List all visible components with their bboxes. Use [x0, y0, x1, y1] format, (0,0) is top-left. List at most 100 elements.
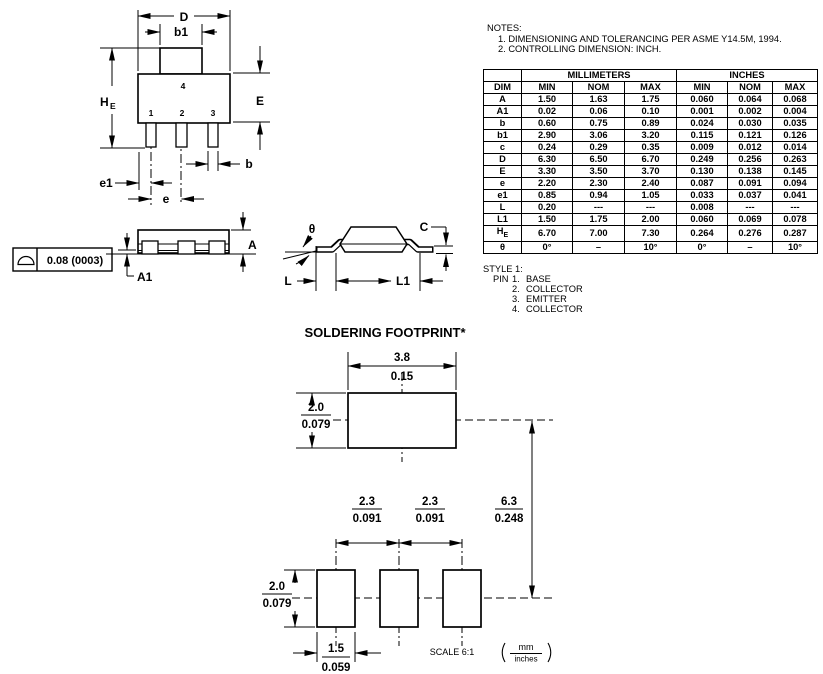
footprint-dimension-lines — [262, 352, 552, 663]
dim-label-D: D — [180, 10, 189, 24]
pin-function: BASE — [526, 274, 551, 284]
dim-label-HE: H — [100, 95, 109, 109]
dim-label-theta: θ — [309, 222, 316, 236]
dim-value-cell: 1.50 — [521, 93, 573, 106]
dim-value-cell: 0.009 — [676, 141, 728, 154]
soldering-footprint-title: SOLDERING FOOTPRINT* — [304, 325, 466, 340]
column-header-row: DIM MIN NOM MAX MIN NOM MAX — [483, 81, 818, 94]
fp-pad-width-in: 0.059 — [322, 662, 351, 674]
dim-value-cell: 0.033 — [676, 189, 728, 202]
fp-pitch2-in: 0.091 — [416, 513, 445, 525]
dim-value-cell: 0.068 — [772, 93, 818, 106]
dim-name-cell: L1 — [483, 213, 522, 226]
dim-value-cell: 1.05 — [624, 189, 677, 202]
dim-value-cell: 0.087 — [676, 177, 728, 190]
fp-span-in: 0.248 — [495, 513, 524, 525]
fp-pad-height-in: 0.079 — [263, 598, 292, 610]
fp-top-pad-width-mm: 3.8 — [394, 352, 411, 364]
dim-label-L: L — [284, 274, 291, 288]
fp-top-pad-height-in: 0.079 — [302, 419, 331, 431]
dim-value-cell: 0.004 — [772, 105, 818, 118]
style1-heading: STYLE 1: — [483, 264, 523, 274]
dimension-table: MILLIMETERS INCHES DIM MIN NOM MAX MIN N… — [483, 69, 818, 254]
dim-value-cell: 3.30 — [521, 165, 573, 178]
pin4-number: 4 — [181, 81, 186, 91]
dim-value-cell: 2.20 — [521, 177, 573, 190]
millimeters-header: MILLIMETERS — [521, 69, 677, 82]
dim-label-e1: e1 — [99, 176, 113, 190]
unit-header-row: MILLIMETERS INCHES — [483, 69, 818, 82]
fp-pitch1-mm: 2.3 — [359, 496, 375, 508]
pin-function-line: 2.COLLECTOR — [483, 284, 583, 294]
pin1-number: 1 — [149, 108, 154, 118]
dim-name-cell: L — [483, 201, 522, 214]
col-header: DIM — [483, 81, 522, 94]
dim-value-cell: 0.94 — [572, 189, 625, 202]
notes-block: NOTES: 1. DIMENSIONING AND TOLERANCING P… — [487, 23, 817, 55]
fp-span-mm: 6.3 — [501, 496, 517, 508]
dim-value-cell: 0.249 — [676, 153, 728, 166]
package-side-view: 0.08 (0003) A A1 — [12, 212, 257, 284]
dim-value-cell: 0.276 — [727, 225, 773, 242]
dim-value-cell: 0.10 — [624, 105, 677, 118]
dim-value-cell: 0.75 — [572, 117, 625, 130]
dim-value-cell: – — [572, 240, 625, 254]
pin2-number: 2 — [180, 108, 185, 118]
dim-value-cell: --- — [572, 201, 625, 214]
dim-value-cell: 0.012 — [727, 141, 773, 154]
dim-value-cell: 0.263 — [772, 153, 818, 166]
dim-label-HE-sub: E — [110, 101, 116, 111]
dim-value-cell: – — [727, 240, 773, 254]
scale-label: SCALE 6:1 — [430, 647, 475, 657]
side-view-body-shapes — [106, 229, 256, 255]
dim-value-cell: 10° — [772, 240, 818, 254]
dim-value-cell: 0.02 — [521, 105, 573, 118]
dim-value-cell: 3.50 — [572, 165, 625, 178]
seating-plane-symbol-icon — [17, 255, 35, 266]
dim-value-cell: 6.50 — [572, 153, 625, 166]
dim-value-cell: --- — [624, 201, 677, 214]
units-paren-left — [501, 642, 506, 663]
dim-value-cell: --- — [727, 201, 773, 214]
inches-header: INCHES — [676, 69, 818, 82]
dim-name-cell: E — [483, 165, 522, 178]
dim-value-cell: 0.29 — [572, 141, 625, 154]
fp-pad-width-mm: 1.5 — [328, 643, 345, 655]
dim-value-cell: 0.094 — [772, 177, 818, 190]
pin-function: EMITTER — [526, 294, 567, 304]
dim-value-cell: 3.06 — [572, 129, 625, 142]
col-header: MIN — [521, 81, 573, 94]
dim-value-cell: 0.001 — [676, 105, 728, 118]
dim-value-cell: 6.30 — [521, 153, 573, 166]
pin3-lead — [207, 122, 219, 148]
dim-value-cell: 0.024 — [676, 117, 728, 130]
side-lead-1 — [141, 240, 159, 255]
pin-function: COLLECTOR — [526, 284, 583, 294]
dim-name-cell: b1 — [483, 129, 522, 142]
dim-value-cell: 0.030 — [727, 117, 773, 130]
side-lead-3 — [208, 240, 226, 255]
note-item: 1. DIMENSIONING AND TOLERANCING PER ASME… — [498, 33, 782, 44]
dim-name-cell: c — [483, 141, 522, 154]
lead-pad-2 — [379, 569, 419, 628]
dim-name-cell: D — [483, 153, 522, 166]
fp-top-pad-height-mm: 2.0 — [308, 402, 324, 414]
dim-value-cell: 0.126 — [772, 129, 818, 142]
pin-function: COLLECTOR — [526, 304, 583, 314]
pin-num: 3. — [512, 294, 520, 304]
dim-label-b1: b1 — [174, 25, 188, 39]
tab-outline — [159, 47, 203, 75]
dim-value-cell: 0.85 — [521, 189, 573, 202]
dim-value-cell: 0.014 — [772, 141, 818, 154]
dim-value-cell: 0.069 — [727, 213, 773, 226]
